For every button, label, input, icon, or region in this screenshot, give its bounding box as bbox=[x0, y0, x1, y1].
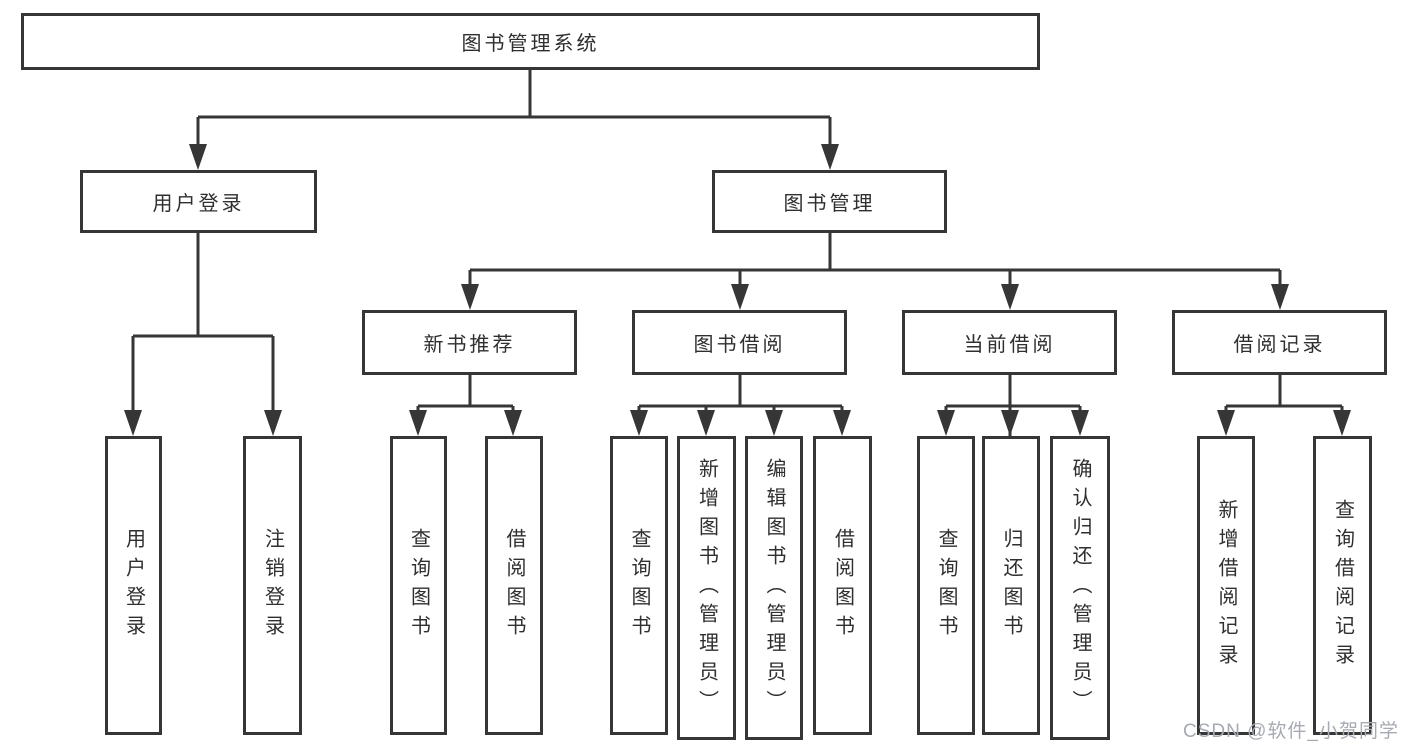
leaf-label: 借阅图书 bbox=[503, 527, 525, 644]
leaf-add-book-admin: 新增图书（管理员） bbox=[677, 436, 736, 740]
node-label: 当前借阅 bbox=[963, 334, 1056, 356]
leaf-label: 用户登录 bbox=[122, 527, 145, 644]
node-current-borrow: 当前借阅 bbox=[902, 310, 1117, 375]
csdn-watermark: CSDN @软件_小贺同学 bbox=[1183, 721, 1399, 742]
node-label: 图书借阅 bbox=[693, 334, 786, 356]
leaf-confirm-return-admin: 确认归还（管理员） bbox=[1050, 436, 1110, 740]
node-label: 用户登录 bbox=[152, 193, 245, 215]
leaf-label: 编辑图书（管理员） bbox=[763, 457, 785, 719]
leaf-query-books-current: 查询图书 bbox=[917, 436, 975, 735]
node-library-system: 图书管理系统 bbox=[21, 13, 1040, 70]
leaf-label: 查询图书 bbox=[628, 527, 650, 644]
leaf-label: 注销登录 bbox=[261, 527, 284, 644]
leaf-edit-book-admin: 编辑图书（管理员） bbox=[745, 436, 803, 740]
node-borrow-records: 借阅记录 bbox=[1172, 310, 1387, 375]
leaf-query-books-recommend: 查询图书 bbox=[390, 436, 447, 735]
leaf-label: 归还图书 bbox=[1000, 527, 1022, 644]
leaf-add-borrow-record: 新增借阅记录 bbox=[1197, 436, 1255, 735]
node-label: 借阅记录 bbox=[1233, 334, 1326, 356]
leaf-label: 确认归还（管理员） bbox=[1069, 457, 1091, 719]
connector-segments bbox=[131, 70, 1344, 436]
leaf-logout: 注销登录 bbox=[243, 436, 302, 735]
node-user-login: 用户登录 bbox=[80, 170, 317, 233]
node-label: 图书管理 bbox=[783, 193, 876, 215]
node-new-book-recommend: 新书推荐 bbox=[362, 310, 577, 375]
leaf-label: 查询借阅记录 bbox=[1331, 498, 1354, 673]
node-book-borrow: 图书借阅 bbox=[632, 310, 847, 375]
leaf-label: 新增借阅记录 bbox=[1215, 498, 1237, 673]
leaf-label: 新增图书（管理员） bbox=[695, 457, 718, 719]
leaf-label: 查询图书 bbox=[407, 527, 430, 644]
leaf-query-books-borrow: 查询图书 bbox=[610, 436, 668, 735]
node-label: 新书推荐 bbox=[423, 334, 516, 356]
leaf-query-borrow-record: 查询借阅记录 bbox=[1313, 436, 1372, 735]
leaf-borrow-books: 借阅图书 bbox=[813, 436, 872, 735]
leaf-label: 查询图书 bbox=[935, 527, 957, 644]
leaf-user-login: 用户登录 bbox=[105, 436, 162, 735]
leaf-label: 借阅图书 bbox=[831, 527, 854, 644]
arrowheads bbox=[124, 144, 1351, 436]
node-book-management: 图书管理 bbox=[712, 170, 947, 233]
leaf-return-book: 归还图书 bbox=[982, 436, 1040, 735]
leaf-borrow-books-recommend: 借阅图书 bbox=[485, 436, 543, 735]
node-label: 图书管理系统 bbox=[461, 33, 600, 55]
